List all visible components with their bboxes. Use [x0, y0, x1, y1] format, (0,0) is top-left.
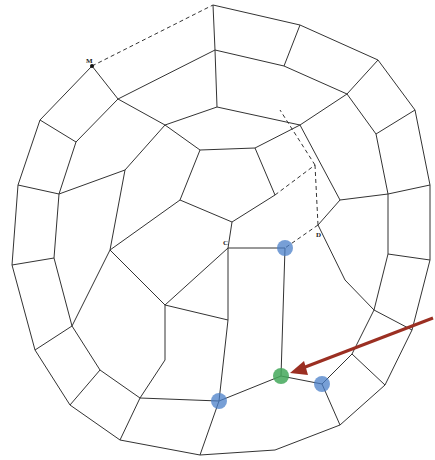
polyhedron-edge: [215, 50, 217, 107]
polyhedron-edge: [347, 60, 378, 94]
polyhedron-edge: [92, 5, 213, 66]
polyhedron-edge: [284, 66, 347, 94]
polyhedron-edge: [318, 200, 340, 225]
polyhedron-edge: [352, 354, 385, 385]
polyhedron-edge: [340, 194, 388, 200]
polyhedron-edge: [70, 370, 100, 405]
polyhedron-edge: [59, 142, 76, 194]
polyhedron-edge: [110, 250, 165, 305]
polyhedron-edge: [54, 194, 59, 258]
blue-dot: [211, 393, 227, 409]
polyhedron-edge: [54, 258, 72, 326]
polyhedron-edge: [59, 170, 125, 194]
polyhedron-edge: [140, 398, 219, 401]
polyhedron-edge: [70, 405, 120, 440]
polyhedron-edge: [180, 200, 232, 222]
arrow-shaft: [300, 318, 433, 369]
polyhedron-edge: [280, 110, 315, 165]
polyhedron-edge: [165, 305, 166, 360]
blue-dot: [277, 240, 293, 256]
polyhedron-edge: [315, 165, 318, 225]
polyhedron-edge: [180, 150, 200, 200]
polyhedron-edge: [228, 222, 232, 248]
polyhedron-edge: [165, 125, 200, 150]
polyhedron-edge: [376, 110, 415, 134]
polyhedron-edge: [72, 250, 110, 326]
polyhedron-edge: [125, 125, 165, 170]
polyhedron-edge: [232, 195, 275, 222]
polyhedron-edge: [35, 350, 70, 405]
polyhedron-edge: [215, 50, 284, 66]
vertex-label: M: [86, 58, 93, 65]
polyhedron-edge: [12, 265, 35, 350]
polyhedron-edge: [12, 258, 54, 265]
polyhedron-edge: [300, 125, 340, 200]
polyhedron-edge: [200, 401, 219, 455]
polyhedron-edge: [165, 248, 228, 305]
polyhedron-edge: [281, 248, 285, 376]
blue-dot: [314, 376, 330, 392]
polyhedron-edge: [18, 120, 40, 185]
polyhedron-edge: [140, 360, 165, 398]
hidden-edges: [92, 5, 318, 248]
polyhedron-edge: [200, 450, 275, 455]
green-dot: [273, 368, 289, 384]
polyhedron-edge: [100, 370, 140, 398]
polyhedron-edge: [378, 60, 415, 110]
vertex-label: D: [316, 232, 321, 239]
arrow-head: [290, 361, 308, 375]
polyhedron-edge: [35, 326, 72, 350]
polyhedron-edge: [92, 66, 118, 99]
polyhedron-edge: [12, 185, 18, 265]
polyhedron-edge: [120, 398, 140, 440]
vertex-label: C: [223, 240, 228, 247]
polyhedron-edge: [219, 376, 281, 401]
polyhedron-edge: [228, 248, 285, 249]
polyhedron-edge: [275, 165, 315, 195]
polyhedron-edge: [388, 254, 430, 260]
polyhedron-edge: [213, 5, 215, 50]
polyhedron-edge: [165, 107, 217, 125]
polyhedron-edge: [415, 110, 430, 185]
pointer-arrow: [290, 318, 433, 375]
polyhedron-edge: [385, 330, 412, 385]
polyhedron-edge: [318, 225, 345, 280]
polyhedron-edge: [284, 25, 300, 66]
polyhedron-edge: [76, 99, 118, 142]
polyhedron-edge: [110, 170, 125, 250]
polyhedron-edge: [388, 194, 389, 254]
polyhedron-edge: [200, 148, 255, 150]
polyhedron-edge: [255, 125, 300, 148]
polyhedron-edge: [219, 320, 228, 401]
polyhedron-edge: [376, 134, 388, 194]
polyhedron-edge: [118, 99, 165, 125]
highlight-dots: [90, 64, 330, 409]
polyhedron-edge: [72, 326, 100, 370]
polyhedron-edge: [300, 94, 347, 125]
polyhedron-edge: [228, 248, 229, 320]
polyhedron-edges: [12, 5, 430, 455]
polyhedron-edge: [255, 148, 275, 195]
polyhedron-edge: [300, 25, 378, 60]
polyhedron-edge: [388, 185, 430, 194]
polyhedron-edge: [165, 305, 228, 320]
polyhedron-edge: [345, 280, 374, 310]
polyhedron-edge: [347, 94, 376, 134]
polyhedron-edge: [40, 120, 76, 142]
polyhedron-edge: [118, 50, 215, 99]
polyhedron-edge: [275, 425, 340, 450]
polyhedron-edge: [430, 185, 431, 260]
polyhedron-edge: [40, 66, 92, 120]
polyhedron-edge: [374, 254, 388, 310]
polyhedron-edge: [110, 200, 180, 250]
polyhedron-edge: [340, 385, 385, 425]
polyhedron-edge: [18, 185, 59, 194]
polyhedron-edge: [120, 440, 200, 455]
polyhedron-edge: [213, 5, 300, 25]
